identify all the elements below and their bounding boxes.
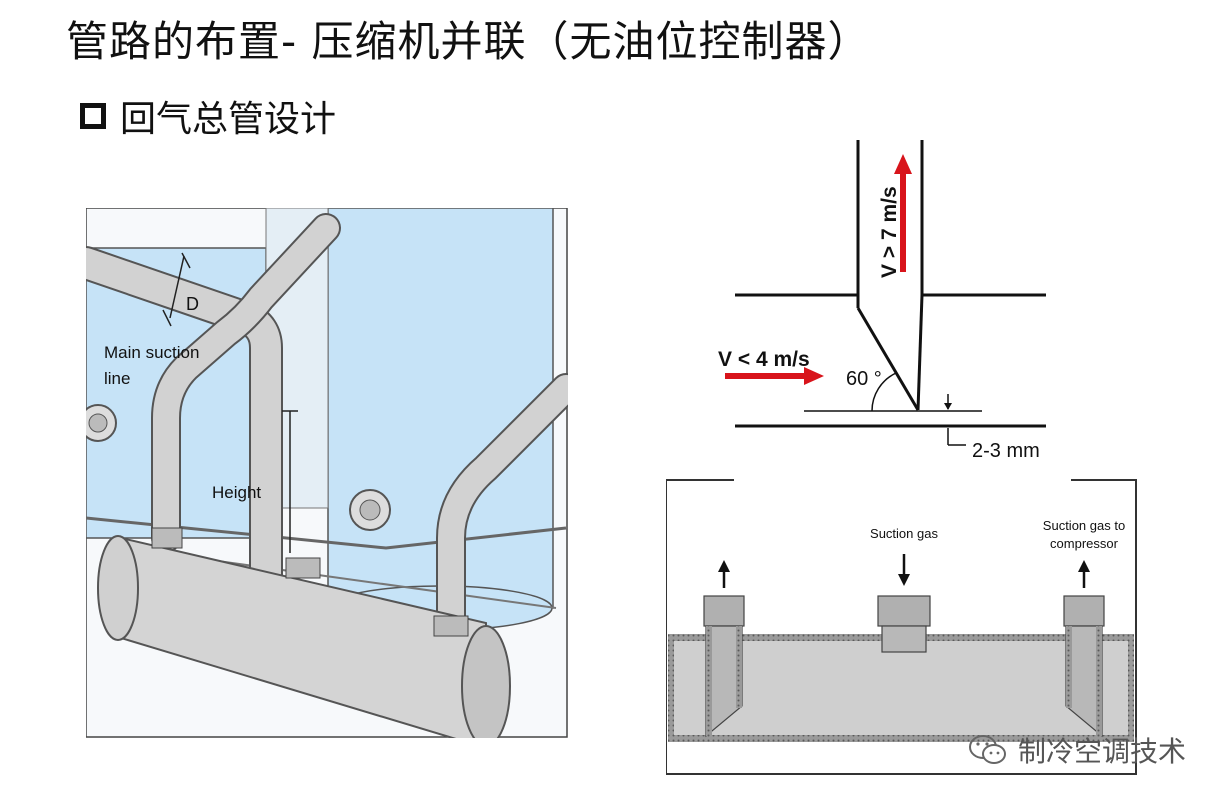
label-to-compressor-2: compressor — [1050, 536, 1119, 551]
inlet-pipe-middle — [877, 595, 931, 653]
label-height: Height — [212, 483, 261, 502]
main-suction-header — [97, 535, 511, 738]
label-to-compressor-1: Suction gas to — [1043, 518, 1125, 533]
suction-header-section-diagram: Suction gas Suction gas to compressor — [666, 479, 1137, 775]
arrow-up-left-icon — [718, 560, 730, 588]
arrow-up-right-icon — [1078, 560, 1090, 588]
label-velocity-low: V < 4 m/s — [718, 348, 810, 371]
arrow-down-middle-icon — [898, 554, 910, 586]
label-main-suction-line-2: line — [104, 369, 130, 388]
watermark: 制冷空调技术 — [968, 730, 1186, 770]
section-heading: 回气总管设计 — [80, 90, 336, 142]
watermark-text: 制冷空调技术 — [1017, 735, 1186, 768]
velocity-low-arrow — [725, 367, 824, 385]
velocity-high-arrow — [894, 154, 912, 272]
outlet-pipe-left — [703, 595, 745, 738]
section-heading-text: 回气总管设计 — [120, 99, 337, 140]
label-gap: 2-3 mm — [972, 440, 1040, 462]
outlet-pipe-right — [1063, 595, 1105, 738]
label-suction-gas: Suction gas — [870, 526, 938, 541]
compressor-piping-illustration: D Main suction line Height — [86, 208, 568, 738]
wechat-icon — [968, 735, 1006, 764]
label-angle: 60 ° — [846, 368, 882, 390]
label-diameter: D — [186, 294, 199, 314]
pipe-entry-detail-diagram: 60 ° 2-3 mm V > 7 m/s V < 4 m/s — [718, 140, 1046, 462]
label-velocity-high: V > 7 m/s — [878, 186, 901, 278]
bullet-square-icon — [80, 103, 106, 129]
label-main-suction-line-1: Main suction — [104, 343, 199, 362]
page-title: 管路的布置- 压缩机并联（无油位控制器） — [66, 17, 871, 66]
